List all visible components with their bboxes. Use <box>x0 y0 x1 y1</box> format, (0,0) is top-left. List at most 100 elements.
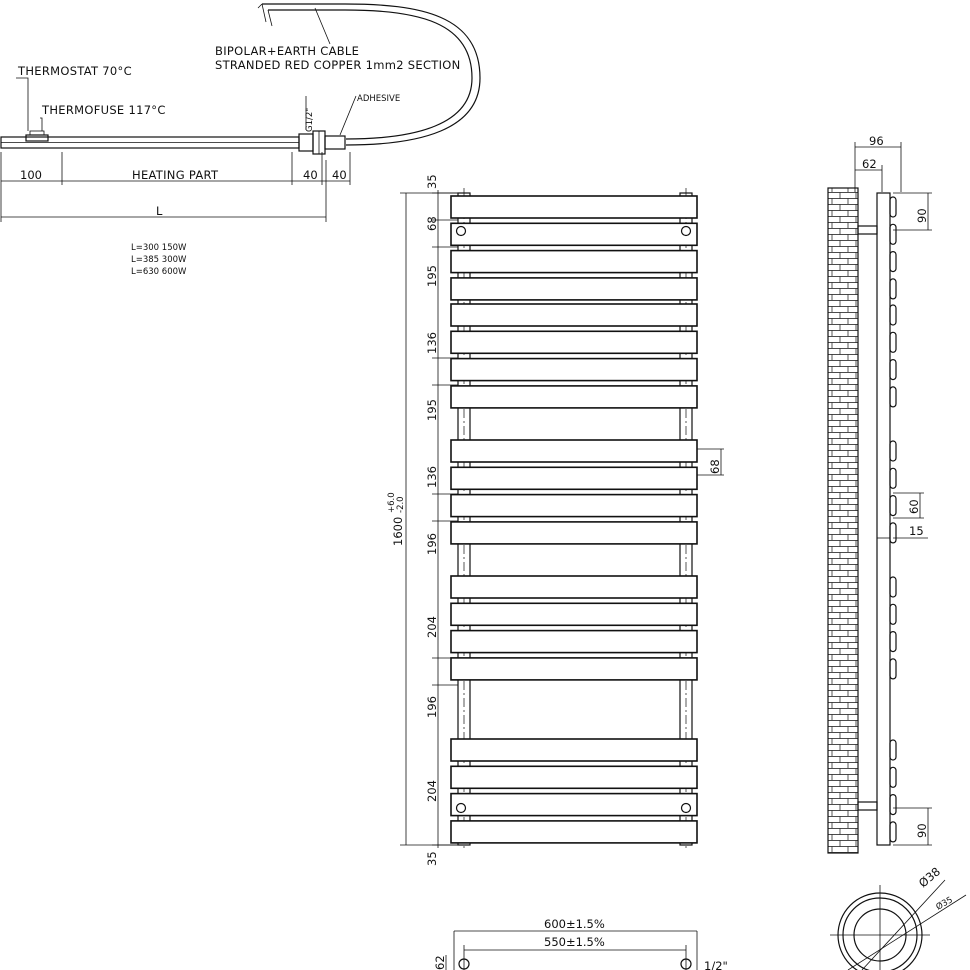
cable-label-2: STRANDED RED COPPER 1mm2 SECTION <box>215 58 461 72</box>
chain-dim: 204 <box>425 616 439 638</box>
cable-loop <box>262 3 481 146</box>
overall-height-label: 1600 <box>391 517 405 546</box>
cable-wires <box>257 3 273 27</box>
side-bar-profile <box>889 821 897 843</box>
dim-100: 100 <box>20 168 42 182</box>
heating-bar <box>450 277 698 301</box>
heating-bar <box>450 575 698 599</box>
side-bar-profile <box>889 386 897 408</box>
dim-heating-part: HEATING PART <box>132 168 219 182</box>
thread-fitting <box>298 133 314 152</box>
side-dim-90-bottom: 90 <box>915 823 929 838</box>
heating-bar <box>450 765 698 790</box>
side-view: 96 62 90 60 15 90 <box>827 134 932 854</box>
heating-bar <box>450 222 698 247</box>
heating-bar <box>450 493 698 518</box>
front-bars <box>450 195 698 844</box>
heating-bar <box>450 738 698 762</box>
heating-element-view: THERMOSTAT 70°C THERMOFUSE 117°C BIPOLAR… <box>0 3 481 277</box>
front-view: 1600 +6.0 -2.0 35 68 195 136 195 136 196… <box>387 174 724 866</box>
side-bar-profile <box>889 603 897 625</box>
width-inner: 550±1.5% <box>544 935 605 949</box>
heating-bar <box>450 195 698 219</box>
side-bar-profile <box>889 495 897 517</box>
side-bar-profile <box>889 658 897 680</box>
dim-40-b: 40 <box>332 168 347 182</box>
heating-bar <box>450 330 698 355</box>
bottom-valve-left <box>458 958 470 970</box>
wall <box>827 187 859 854</box>
bar-height-dim: 68 <box>708 459 722 474</box>
heating-bar <box>450 439 698 463</box>
side-bar-profile <box>889 630 897 653</box>
cable-gland <box>324 135 346 150</box>
bottom-dim-62: 62 <box>433 955 447 970</box>
dia-35: Ø35 <box>934 894 955 912</box>
heating-bar <box>450 657 698 681</box>
heating-bar <box>450 820 698 844</box>
side-dim-96: 96 <box>869 134 884 148</box>
thermostat-label: THERMOSTAT 70°C <box>17 64 132 78</box>
power-row: L=300 150W <box>131 243 187 253</box>
heating-bar <box>450 357 698 382</box>
side-bar-profile <box>889 440 897 462</box>
power-row: L=385 300W <box>131 255 187 265</box>
chain-dim: 196 <box>425 533 439 555</box>
side-bar-profile <box>889 304 897 326</box>
thermofuse-label: THERMOFUSE 117°C <box>41 103 166 117</box>
side-bar-profile <box>889 359 897 381</box>
tolerance-minus: -2.0 <box>396 496 406 513</box>
side-bar-profile <box>889 331 897 353</box>
chain-dim: 195 <box>425 265 439 287</box>
bracket-bottom <box>857 801 878 811</box>
dim-L: L <box>156 204 163 218</box>
tolerance-plus: +6.0 <box>387 492 397 513</box>
cable-loop-inner <box>268 9 473 140</box>
heating-bar <box>450 602 698 627</box>
heating-bar <box>450 792 698 817</box>
thermostat-housing <box>25 134 49 142</box>
valve-top-right <box>680 225 692 237</box>
cable-label-1: BIPOLAR+EARTH CABLE <box>215 44 359 58</box>
bottom-clip-text: 1/2" <box>704 959 728 970</box>
chain-dim: 136 <box>425 332 439 354</box>
chain-dim: 136 <box>425 466 439 488</box>
heating-bar <box>450 521 698 545</box>
heating-bar <box>450 629 698 654</box>
chain-dim: 35 <box>425 174 439 189</box>
side-rail <box>876 192 891 846</box>
side-bar-profile <box>889 196 897 218</box>
heating-bar <box>450 385 698 409</box>
side-bar-profile <box>889 576 897 598</box>
chain-dim: 195 <box>425 399 439 421</box>
side-dim-90-top: 90 <box>915 208 929 223</box>
chain-dim: 35 <box>425 851 439 866</box>
side-dim-15: 15 <box>909 524 924 538</box>
side-bar-profile <box>889 467 897 489</box>
tube-section: Ø38 Ø35 <box>830 864 967 970</box>
side-bar-profile <box>889 766 897 788</box>
side-bar-profile <box>889 522 897 544</box>
valve-top-left <box>455 225 467 237</box>
adhesive-label: ADHESIVE <box>357 94 400 104</box>
heating-bar <box>450 249 698 274</box>
chain-dim: 204 <box>425 780 439 802</box>
side-bar-profile <box>889 223 897 245</box>
side-dim-60: 60 <box>907 499 921 514</box>
side-dim-62: 62 <box>862 157 877 171</box>
bracket-top <box>857 225 878 235</box>
bottom-view: 600±1.5% 550±1.5% 62 1/2" <box>433 917 728 970</box>
thread-label: G1/2" <box>305 108 315 132</box>
bottom-valve-right <box>680 958 692 970</box>
valve-bottom-left <box>455 802 467 814</box>
side-bar-profile <box>889 739 897 761</box>
heating-bar <box>450 303 698 327</box>
valve-bottom-right <box>680 802 692 814</box>
side-bar-profile <box>889 793 897 816</box>
chain-dim: 68 <box>425 216 439 231</box>
chain-dim: 196 <box>425 696 439 718</box>
side-bar-profile <box>889 278 897 300</box>
power-row: L=630 600W <box>131 267 187 277</box>
heating-bar <box>450 466 698 491</box>
